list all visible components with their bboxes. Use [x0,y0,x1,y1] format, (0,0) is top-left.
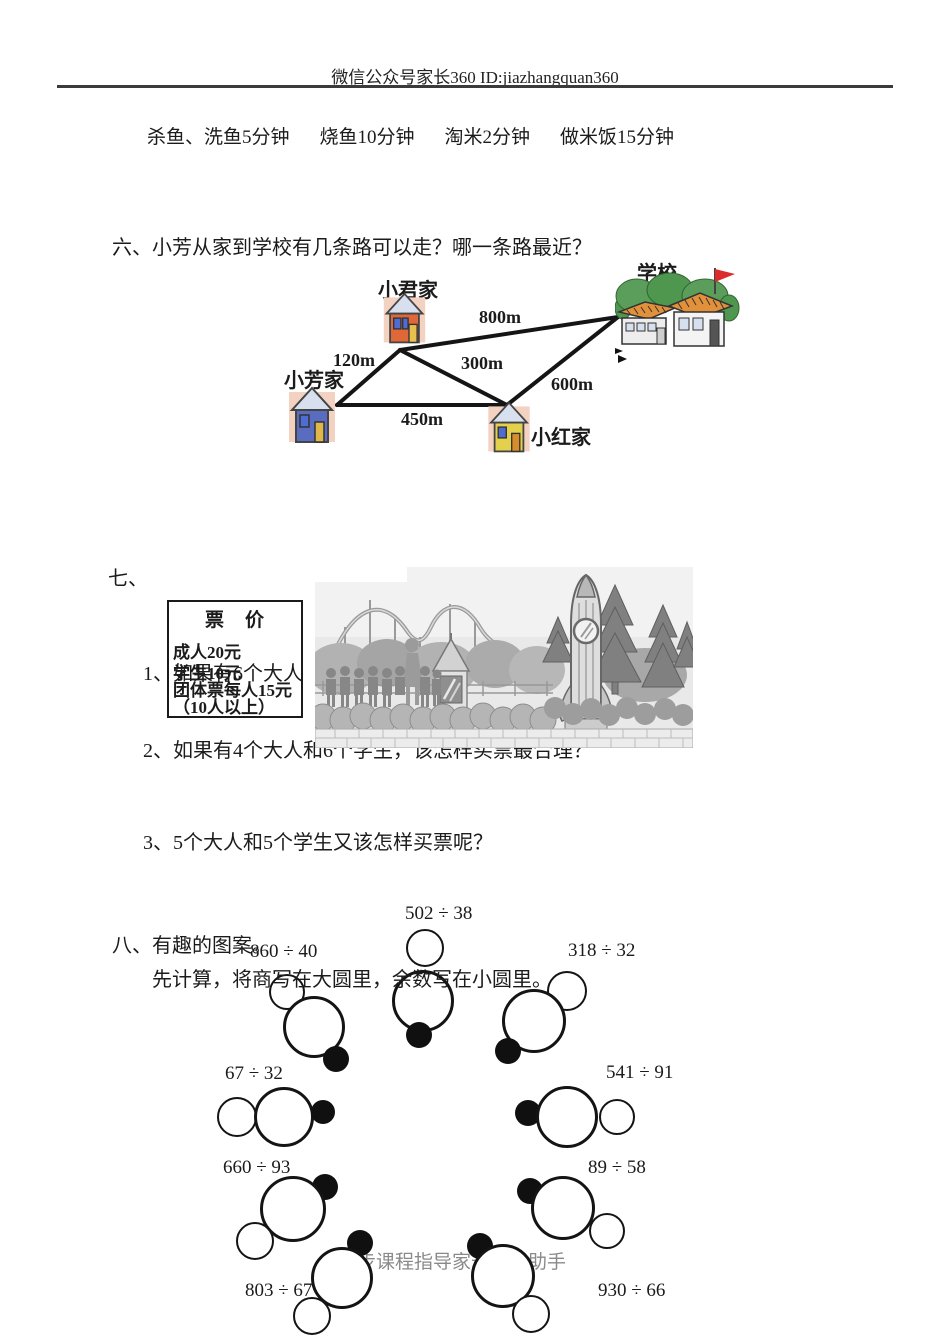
distance-600m: 600m [551,374,593,394]
remainder-circle [589,1213,625,1249]
prep-item-fish-cook: 烧鱼10分钟 [319,127,415,148]
price-group: 团体票每人15元 [173,681,292,700]
adult-figure-icon [403,638,423,705]
bushes-icon [544,697,693,726]
price-adult: 成人20元 [173,643,241,662]
red-flag-icon [715,269,735,282]
remainder-circle [406,929,444,967]
problem-label: 803 ÷ 67 [245,1280,313,1301]
school-arrow-icon [618,355,627,363]
children-queue-icon [326,666,442,707]
remainder-circle [512,1295,550,1333]
black-dot-icon [495,1038,521,1064]
black-dot-icon [323,1046,349,1072]
distance-450m: 450m [401,409,443,429]
header-divider [57,85,893,88]
xiaofang-house-icon [289,386,335,443]
remainder-circle [236,1222,274,1260]
amusement-park-image [315,567,693,748]
q6-heading: 六、小芳从家到学校有几条路可以走？哪一条路最近？ [112,237,592,259]
xiaohong-house-icon [488,401,530,453]
price-student: 学生10元 [173,664,241,683]
q7-item-1: 1、如果有6个大人 [143,663,303,685]
prep-item-fish-wash: 杀鱼、洗鱼5分钟 [147,127,290,148]
xiaojun-house-icon [383,292,426,344]
q7-heading: 七、 [108,568,148,590]
school-icon [615,268,740,354]
q8-instruction: 先计算，将商写在大圆里，余数写在小圆里。 [152,969,552,991]
remainder-circle [599,1099,635,1135]
q8-heading: 八、有趣的图案。 [112,935,272,957]
prep-time-line: 杀鱼、洗鱼5分钟 烧鱼10分钟 淘米2分钟 做米饭15分钟 [147,122,674,149]
hedge-icon [315,702,557,734]
problem-label: 660 ÷ 93 [223,1157,291,1178]
price-group-note: （10人以上） [173,698,275,717]
pine-trees-icon [542,583,693,695]
label-xiaohong-home: 小红家 [531,427,591,449]
problem-label: 930 ÷ 66 [598,1280,666,1301]
quotient-circle [536,1086,598,1148]
route-diagram: 小君家 学校 小芳家 小红家 120m 800m 300m 450m 600m [280,250,760,465]
problem-label: 541 ÷ 91 [606,1062,674,1083]
q7-item-3: 3、5个大人和5个学生又该怎样买票呢？ [143,832,493,854]
distance-120m: 120m [333,350,375,370]
label-xiaofang-home: 小芳家 [284,370,344,392]
black-dot-icon [311,1100,335,1124]
quotient-circle [283,996,345,1058]
prep-item-rice-wash: 淘米2分钟 [444,127,531,148]
quotient-circle [254,1087,314,1147]
problem-label: 502 ÷ 38 [405,903,473,924]
distance-800m: 800m [479,307,521,327]
remainder-circle [293,1297,331,1335]
label-xiaojun-home: 小君家 [378,280,438,302]
problem-label: 67 ÷ 32 [225,1063,283,1084]
problem-label: 318 ÷ 32 [568,940,636,961]
remainder-circle [217,1097,257,1137]
problem-label: 860 ÷ 40 [250,941,318,962]
ticket-price-box: 票 价 成人20元 学生10元 团体票每人15元 （10人以上） [167,600,303,718]
quotient-circle [531,1176,595,1240]
price-box-title: 票 价 [204,610,265,631]
problem-label: 89 ÷ 58 [588,1157,646,1178]
distance-300m: 300m [461,353,503,373]
header-watermark-text: 微信公众号家长360 ID:jiazhangquan360 [331,68,619,87]
route-lines [335,315,627,407]
prep-item-rice-cook: 做米饭15分钟 [560,127,675,148]
black-dot-icon [406,1022,432,1048]
